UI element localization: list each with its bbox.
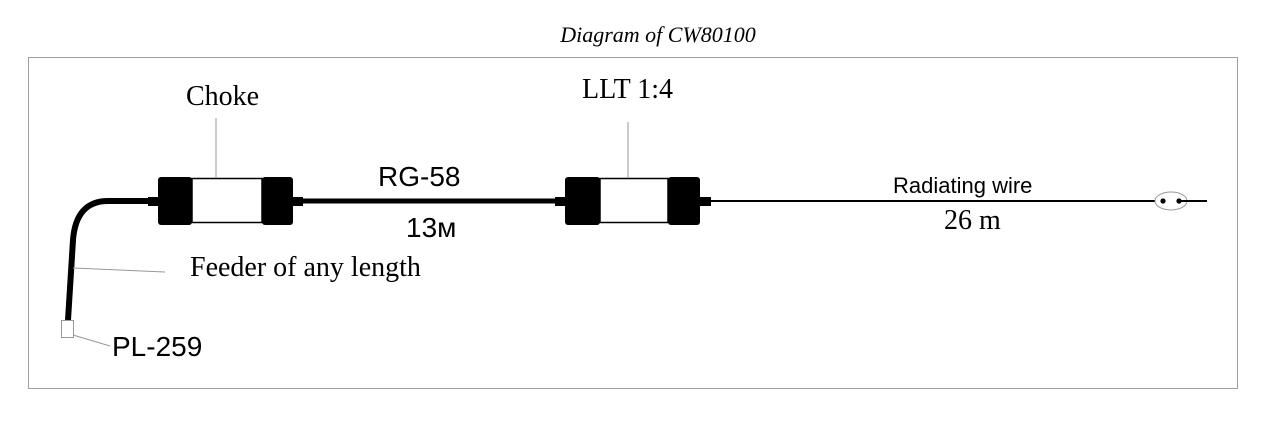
coax-length-label: 13м xyxy=(406,212,456,243)
feeder-leader xyxy=(72,267,166,273)
llt-label: LLT 1:4 xyxy=(582,74,673,105)
pl259-label: PL-259 xyxy=(112,331,202,362)
llt-transformer xyxy=(555,177,711,225)
radiating-wire-label: Radiating wire xyxy=(893,173,1032,198)
diagram-frame xyxy=(28,57,1238,389)
pl259-leader xyxy=(72,334,111,347)
coax-type-label: RG-58 xyxy=(378,161,460,192)
feeder-label: Feeder of any length xyxy=(190,252,421,283)
wire-length-label: 26 m xyxy=(944,205,1001,236)
pl259-connector xyxy=(61,320,74,338)
choke-label: Choke xyxy=(186,81,259,112)
feeder-cable xyxy=(65,198,150,321)
diagram-title: Diagram of CW80100 xyxy=(559,22,756,47)
end-insulator xyxy=(1154,191,1207,211)
choke xyxy=(148,177,303,225)
